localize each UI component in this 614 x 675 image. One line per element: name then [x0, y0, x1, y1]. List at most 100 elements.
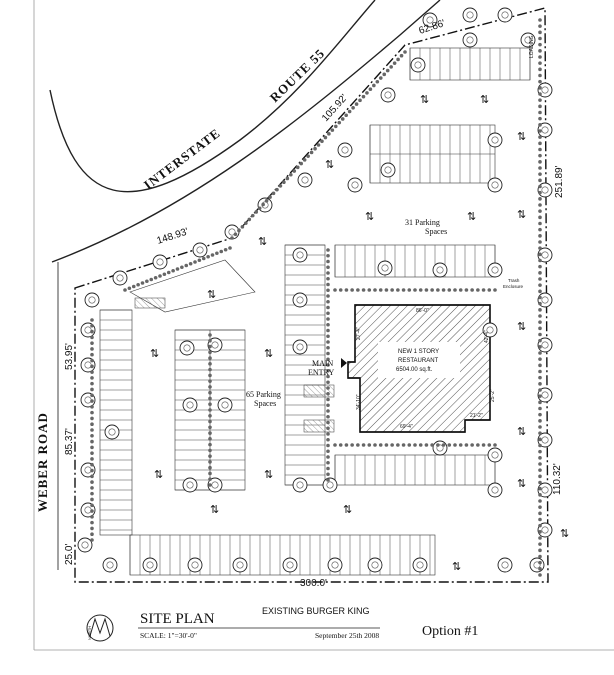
two-way-arrow: ⇅ — [154, 468, 163, 481]
shrub — [424, 443, 429, 447]
shrub — [378, 443, 383, 447]
parking-north-line2: Spaces — [425, 227, 447, 236]
dim-62-86: 62.86' — [418, 18, 447, 37]
tree-canopy — [337, 142, 353, 158]
shrub — [375, 79, 380, 84]
shrub — [326, 368, 330, 373]
shrub — [493, 443, 497, 447]
tree-center — [466, 11, 474, 19]
shrub — [90, 341, 94, 345]
shrub — [254, 210, 259, 214]
tree-center — [326, 481, 334, 489]
parking-north-line1: 31 Parking — [405, 218, 440, 227]
tree-center — [541, 251, 549, 259]
main-entry-line2: ENTRY — [308, 368, 334, 377]
shrub — [441, 443, 446, 447]
shrub — [153, 275, 158, 280]
shrub — [208, 413, 212, 418]
tree-canopy — [77, 537, 93, 553]
shrub — [538, 560, 542, 565]
shrub — [90, 457, 94, 461]
shrub — [333, 288, 337, 292]
tree-canopy — [529, 557, 545, 573]
tree-center — [88, 296, 96, 304]
tree-canopy — [482, 322, 498, 338]
tree-canopy — [487, 447, 503, 463]
shrub — [538, 542, 542, 546]
shrub — [430, 288, 434, 292]
tree-canopy — [422, 12, 438, 28]
tree-center — [426, 16, 434, 24]
tree-canopy — [292, 247, 308, 263]
shrub — [464, 288, 469, 292]
shrub — [326, 374, 330, 379]
tree-canopy — [297, 172, 313, 188]
shrub — [487, 443, 492, 447]
shrub — [390, 443, 394, 447]
shrub — [384, 443, 389, 447]
shrub — [403, 50, 407, 54]
shrub — [436, 288, 440, 292]
tree-center — [541, 186, 549, 194]
shrub — [171, 268, 175, 273]
shrub — [430, 443, 434, 447]
tree-canopy — [187, 557, 203, 573]
shrub — [401, 288, 406, 292]
tree-canopy — [112, 270, 128, 286]
shrub — [458, 288, 463, 292]
shrub — [208, 362, 212, 366]
shrub — [208, 379, 212, 383]
parking-west-line1: 65 Parking — [246, 390, 281, 399]
shrub — [538, 184, 542, 189]
shrub — [208, 477, 212, 482]
shrub — [90, 474, 94, 479]
shrub — [208, 333, 212, 337]
shrub — [538, 67, 542, 72]
tree-canopy — [410, 57, 426, 73]
tree-canopy — [182, 397, 198, 413]
shrub — [90, 376, 94, 380]
shrub — [538, 227, 542, 232]
shrub — [538, 388, 542, 392]
shrub — [356, 443, 360, 447]
building-top-dim: 86'-0" — [416, 308, 429, 314]
tree-center — [296, 481, 304, 489]
shrub — [90, 318, 94, 322]
shrub — [538, 474, 542, 479]
interstate-edge-inner — [51, 0, 441, 263]
shrub — [344, 288, 349, 292]
shrub — [470, 288, 474, 292]
dim-110-32: 110.32' — [552, 463, 563, 495]
shrub — [538, 406, 542, 411]
shrub — [538, 264, 542, 269]
shrub — [538, 431, 542, 435]
interstate-edge-outer — [49, 0, 376, 193]
shrub — [326, 409, 330, 413]
tree-center — [541, 126, 549, 134]
weber-road-label: WEBER ROAD — [35, 412, 50, 512]
tree-center — [533, 561, 541, 569]
shrub — [538, 567, 542, 571]
tree-canopy — [217, 397, 233, 413]
tree-canopy — [537, 247, 553, 263]
dim-148-93: 148.93' — [156, 226, 190, 247]
tree-center — [466, 36, 474, 44]
tree-canopy — [412, 557, 428, 573]
two-way-arrow: ⇅ — [207, 288, 216, 301]
tree-center — [296, 251, 304, 259]
tree-canopy — [487, 132, 503, 148]
shrub — [399, 53, 404, 58]
shrub — [407, 288, 412, 292]
shrub — [326, 282, 330, 287]
shrub — [350, 443, 354, 447]
shrub — [326, 426, 330, 431]
shrub — [326, 334, 330, 339]
shrub — [261, 202, 265, 207]
tree-canopy — [537, 122, 553, 138]
tree-canopy — [292, 292, 308, 308]
shrub — [326, 466, 330, 471]
shrub — [208, 471, 212, 476]
tree-canopy — [322, 477, 338, 493]
main-entry-arrow — [341, 358, 347, 368]
shrub — [538, 308, 542, 312]
